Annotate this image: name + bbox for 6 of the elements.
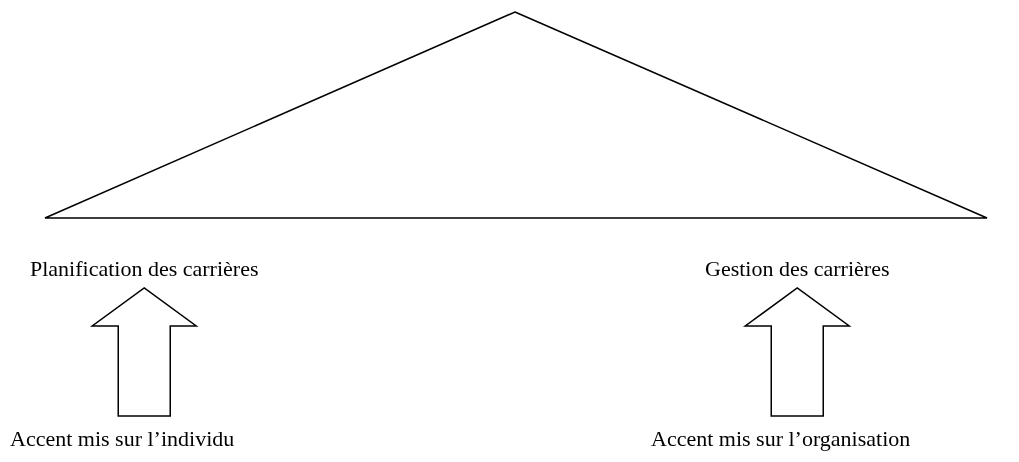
block-arrow xyxy=(89,287,199,417)
node-label: Accent mis sur l’individu xyxy=(10,426,235,452)
node-label: Accent mis sur l’organisation xyxy=(651,426,911,452)
node-label: Planification des carrières xyxy=(30,256,259,282)
block-arrow xyxy=(742,287,852,417)
node-label: Gestion des carrières xyxy=(705,256,890,282)
